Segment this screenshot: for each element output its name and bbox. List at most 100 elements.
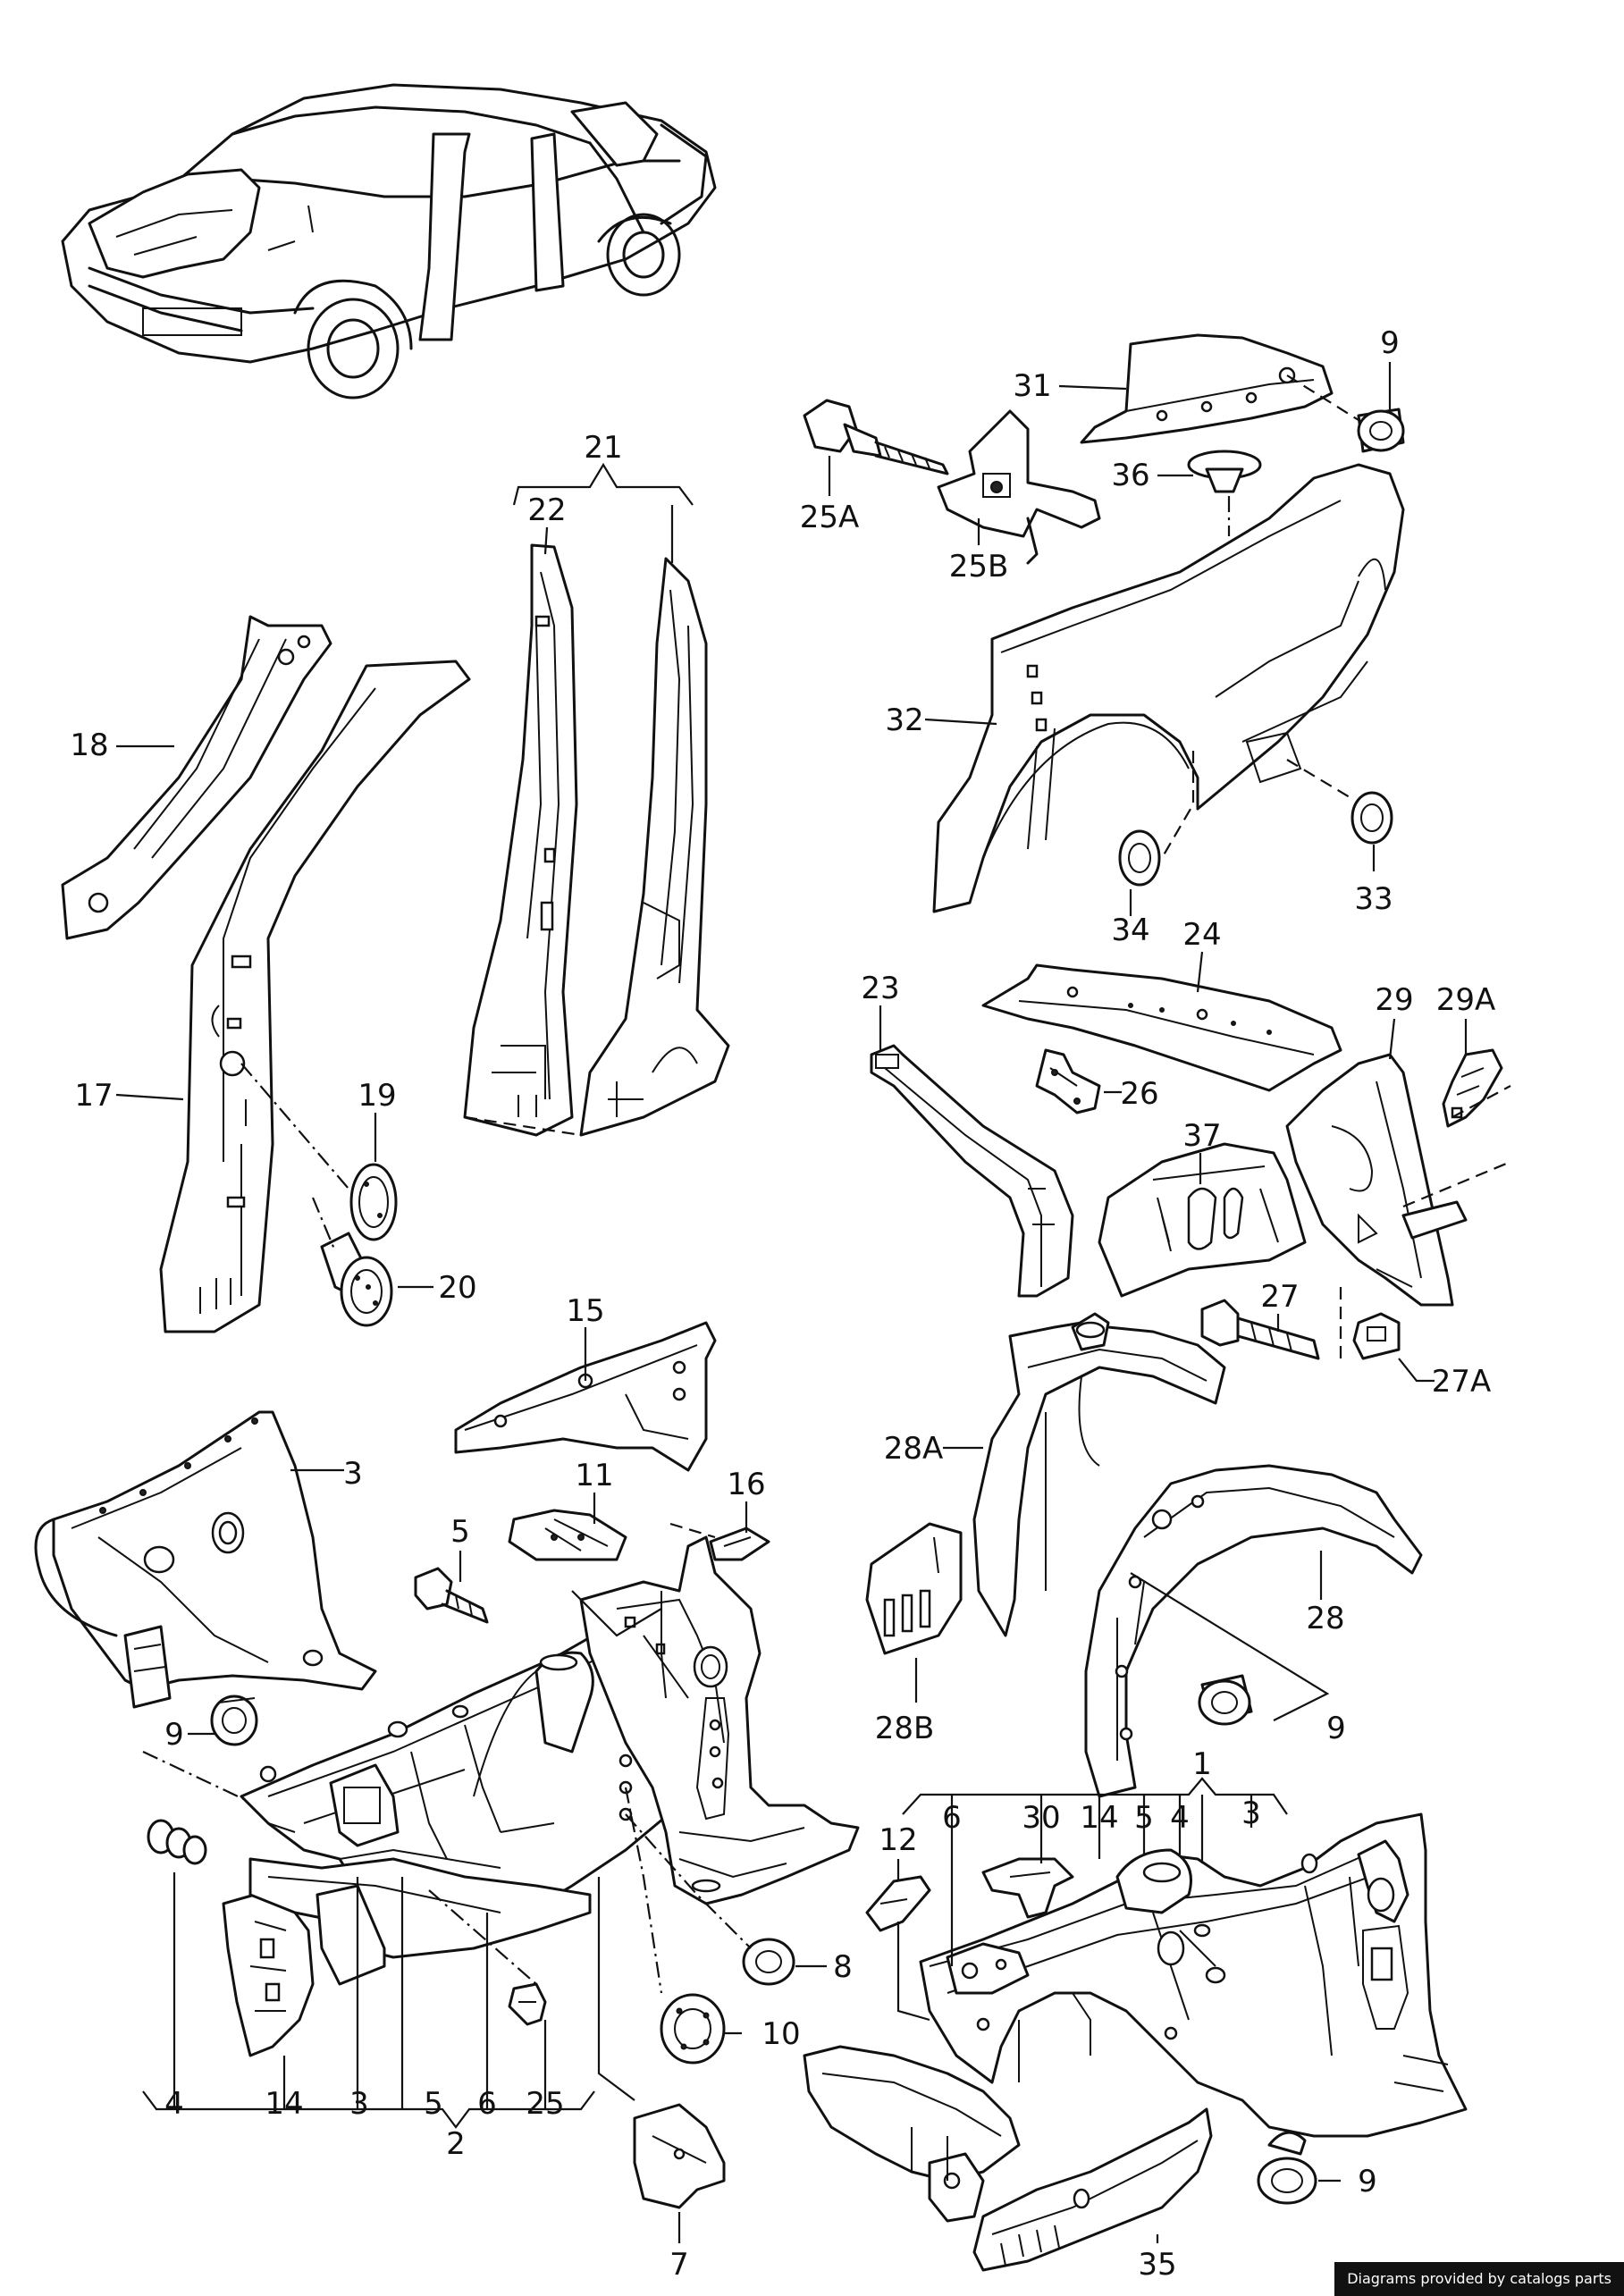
part-35-lower-rail <box>972 2107 1213 2272</box>
label-28b: 28B <box>875 1711 935 1746</box>
label-36: 36 <box>1111 458 1149 493</box>
part-14-bracket-left <box>222 1893 315 2057</box>
part-25-small-bracket <box>508 1982 547 2026</box>
label-11: 11 <box>575 1458 613 1493</box>
label-8: 8 <box>833 1949 853 1985</box>
part-9-grommet-right <box>1257 2131 1317 2205</box>
part-36-plug <box>1187 450 1262 493</box>
label-35: 35 <box>1138 2247 1176 2283</box>
part-19-grommet <box>349 1163 398 1241</box>
label-30: 30 <box>1022 1800 1060 1836</box>
part-30-bracket <box>981 1857 1074 1919</box>
label-18: 18 <box>70 727 108 763</box>
part-9-grommet-28 <box>1198 1674 1253 1726</box>
part-29-c-pillar-inner <box>1285 1053 1468 1307</box>
label-21: 21 <box>584 430 622 466</box>
label-25a: 25A <box>800 500 860 535</box>
label-3-right: 3 <box>1241 1796 1261 1831</box>
part-21-b-pillar-outer <box>579 557 730 1137</box>
label-2: 2 <box>446 2126 466 2162</box>
label-4-right: 4 <box>1170 1800 1190 1836</box>
label-27: 27 <box>1260 1279 1299 1315</box>
label-4-left: 4 <box>164 2086 184 2122</box>
credit-badge: Diagrams provided by catalogs parts <box>1334 2262 1624 2296</box>
label-14-right: 14 <box>1080 1800 1118 1836</box>
part-25b-mounting-bracket <box>937 409 1101 565</box>
car-overview <box>61 83 717 399</box>
label-32: 32 <box>885 702 923 738</box>
part-26-clip <box>1035 1048 1101 1114</box>
part-28a-wheelhouse-inner <box>972 1312 1226 1637</box>
part-5-bolt <box>414 1567 489 1624</box>
part-28b-patch <box>865 1522 963 1655</box>
part-4-plug <box>147 1819 207 1865</box>
label-29: 29 <box>1375 982 1413 1018</box>
part-18-pillar-reinforcement <box>61 615 332 940</box>
label-15: 15 <box>566 1293 604 1329</box>
label-33: 33 <box>1354 881 1393 917</box>
part-34-grommet <box>1118 829 1161 887</box>
group-bracket-21 <box>512 462 694 506</box>
label-14-left: 14 <box>265 2086 303 2122</box>
label-16: 16 <box>727 1467 765 1502</box>
grommet-dash-31 <box>1286 374 1359 421</box>
label-5-bracket: 5 <box>424 2086 443 2122</box>
part-16-grommet <box>709 1526 770 1561</box>
label-9-top: 9 <box>1380 325 1400 361</box>
part-10-grommet <box>660 1993 726 2065</box>
part-27a-nut-clip <box>1352 1312 1401 1360</box>
part-33-grommet <box>1351 791 1393 845</box>
label-6-right: 6 <box>942 1800 962 1836</box>
label-31: 31 <box>1013 368 1051 404</box>
label-23: 23 <box>861 971 899 1006</box>
label-34: 34 <box>1111 913 1149 948</box>
part-labels: 1 2 3 3 3 4 4 5 5 5 6 6 7 8 9 9 9 9 10 1… <box>70 325 1495 2283</box>
part-9-grommet-top <box>1357 408 1405 453</box>
part-7-bracket <box>633 2103 726 2209</box>
label-37: 37 <box>1182 1118 1221 1154</box>
grommet-28-leader <box>1130 1572 1330 1721</box>
part-11-bracket <box>508 1509 627 1561</box>
label-3-bracket: 3 <box>349 2086 369 2122</box>
part-1-front-structure-right <box>803 1812 1468 2223</box>
part-2-front-structure-left <box>240 1607 681 1986</box>
label-17: 17 <box>74 1078 113 1114</box>
part-27-screw <box>1200 1299 1320 1360</box>
part-9-grommet-left <box>210 1695 258 1746</box>
center-leader-a <box>571 1590 662 1637</box>
c-pillar-dash <box>1402 1085 1511 1208</box>
label-25b: 25B <box>949 549 1009 585</box>
part-29a-bracket <box>1442 1048 1503 1128</box>
label-20: 20 <box>438 1270 476 1306</box>
part-20-grommet-cap <box>320 1232 393 1327</box>
label-28: 28 <box>1306 1601 1344 1636</box>
part-25a-screw <box>803 399 949 475</box>
part-22-b-pillar <box>463 543 578 1137</box>
label-19: 19 <box>358 1078 396 1114</box>
label-26: 26 <box>1120 1076 1158 1112</box>
grommet-16-dash <box>669 1522 716 1539</box>
part-32-rear-quarter-panel <box>932 463 1405 913</box>
label-29a: 29A <box>1436 982 1496 1018</box>
part-7-leader <box>597 1877 635 2101</box>
part-8-grommet <box>742 1938 795 1986</box>
label-7: 7 <box>669 2247 689 2283</box>
label-9-wheelhouse: 9 <box>1326 1711 1346 1746</box>
label-27a: 27A <box>1432 1364 1492 1400</box>
label-5-right: 5 <box>1134 1800 1154 1836</box>
part-37-wheelhouse-patch <box>1098 1142 1307 1298</box>
part-28-wheelhouse-liner <box>1084 1464 1423 1798</box>
label-28a: 28A <box>884 1431 944 1467</box>
label-6-bracket: 6 <box>477 2086 497 2122</box>
label-5-bolt: 5 <box>450 1514 470 1550</box>
part-12-clip <box>865 1875 931 1932</box>
part-31-rear-panel-bracket <box>1080 333 1334 444</box>
label-10: 10 <box>762 2016 800 2052</box>
part-15-frame-rail-bracket <box>454 1321 717 1472</box>
bracket-25-alignment <box>428 1889 537 1985</box>
part-3-front-wheelhouse <box>34 1410 377 1709</box>
part-23-pillar-reinforcement <box>870 1044 1074 1298</box>
label-9-left: 9 <box>164 1717 184 1753</box>
group-bracket-1 <box>902 1777 1288 1815</box>
